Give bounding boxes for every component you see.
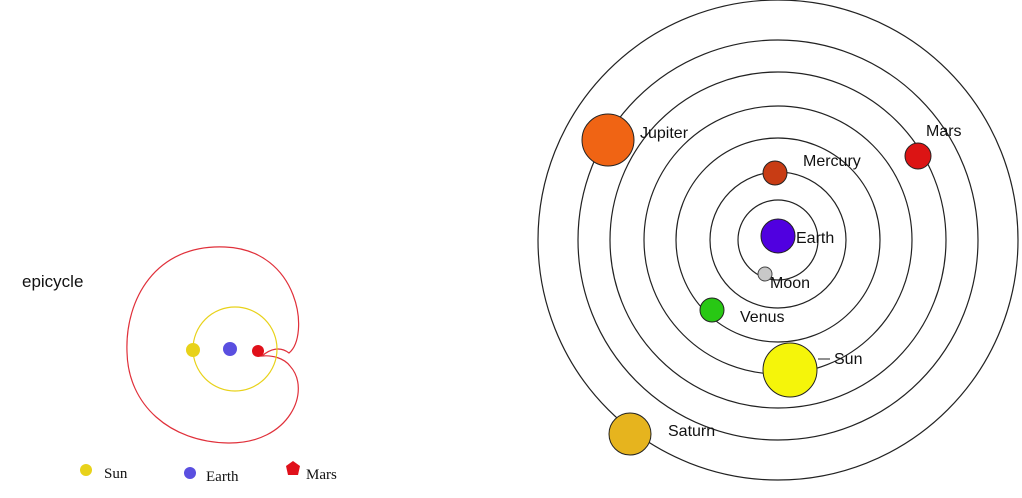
mars-icon	[904, 142, 932, 170]
mercury-label: Mercury	[803, 153, 861, 170]
venus-icon	[699, 297, 725, 323]
saturn-icon	[608, 412, 652, 456]
jupiter-icon	[581, 113, 635, 167]
epicycle-title: epicycle	[22, 272, 83, 291]
mars-dot-icon	[252, 345, 264, 357]
moon-label: Moon	[770, 275, 810, 292]
epicycle-path	[126, 246, 300, 444]
saturn-label: Saturn	[668, 423, 715, 440]
mars-label: Mars	[926, 123, 962, 140]
earth-dot-icon	[223, 342, 237, 356]
orbit-saturn	[537, 0, 1019, 481]
sun-label: Sun	[834, 351, 862, 368]
earth-legend-icon	[184, 467, 196, 479]
legend-sun-label: Sun	[104, 466, 128, 482]
orbit-rings	[537, 0, 1019, 481]
sun-legend-icon	[80, 464, 92, 476]
legend-mars-label: Mars	[306, 467, 337, 483]
moon-icon	[757, 266, 773, 282]
earth-icon	[760, 218, 796, 254]
jupiter-label: Jupiter	[640, 125, 689, 142]
sun-dot-icon	[186, 343, 200, 357]
legend-earth-label: Earth	[206, 469, 239, 485]
mercury-icon	[762, 160, 788, 186]
orbit-moon	[737, 199, 819, 281]
epicycle-diagram: epicycle Sun Earth Mars	[22, 246, 337, 485]
earth-label: Earth	[796, 230, 834, 247]
geocentric-diagram: Earth Moon Mercury Venus Sun Mars Jupite…	[537, 0, 1019, 481]
orbit-mars	[609, 71, 947, 409]
orbit-venus	[675, 137, 881, 343]
venus-label: Venus	[740, 309, 784, 326]
mars-legend-icon	[286, 461, 300, 475]
orbit-jupiter	[577, 39, 979, 441]
sun-icon	[762, 342, 818, 398]
epicycle-legend: Sun Earth Mars	[80, 461, 337, 485]
